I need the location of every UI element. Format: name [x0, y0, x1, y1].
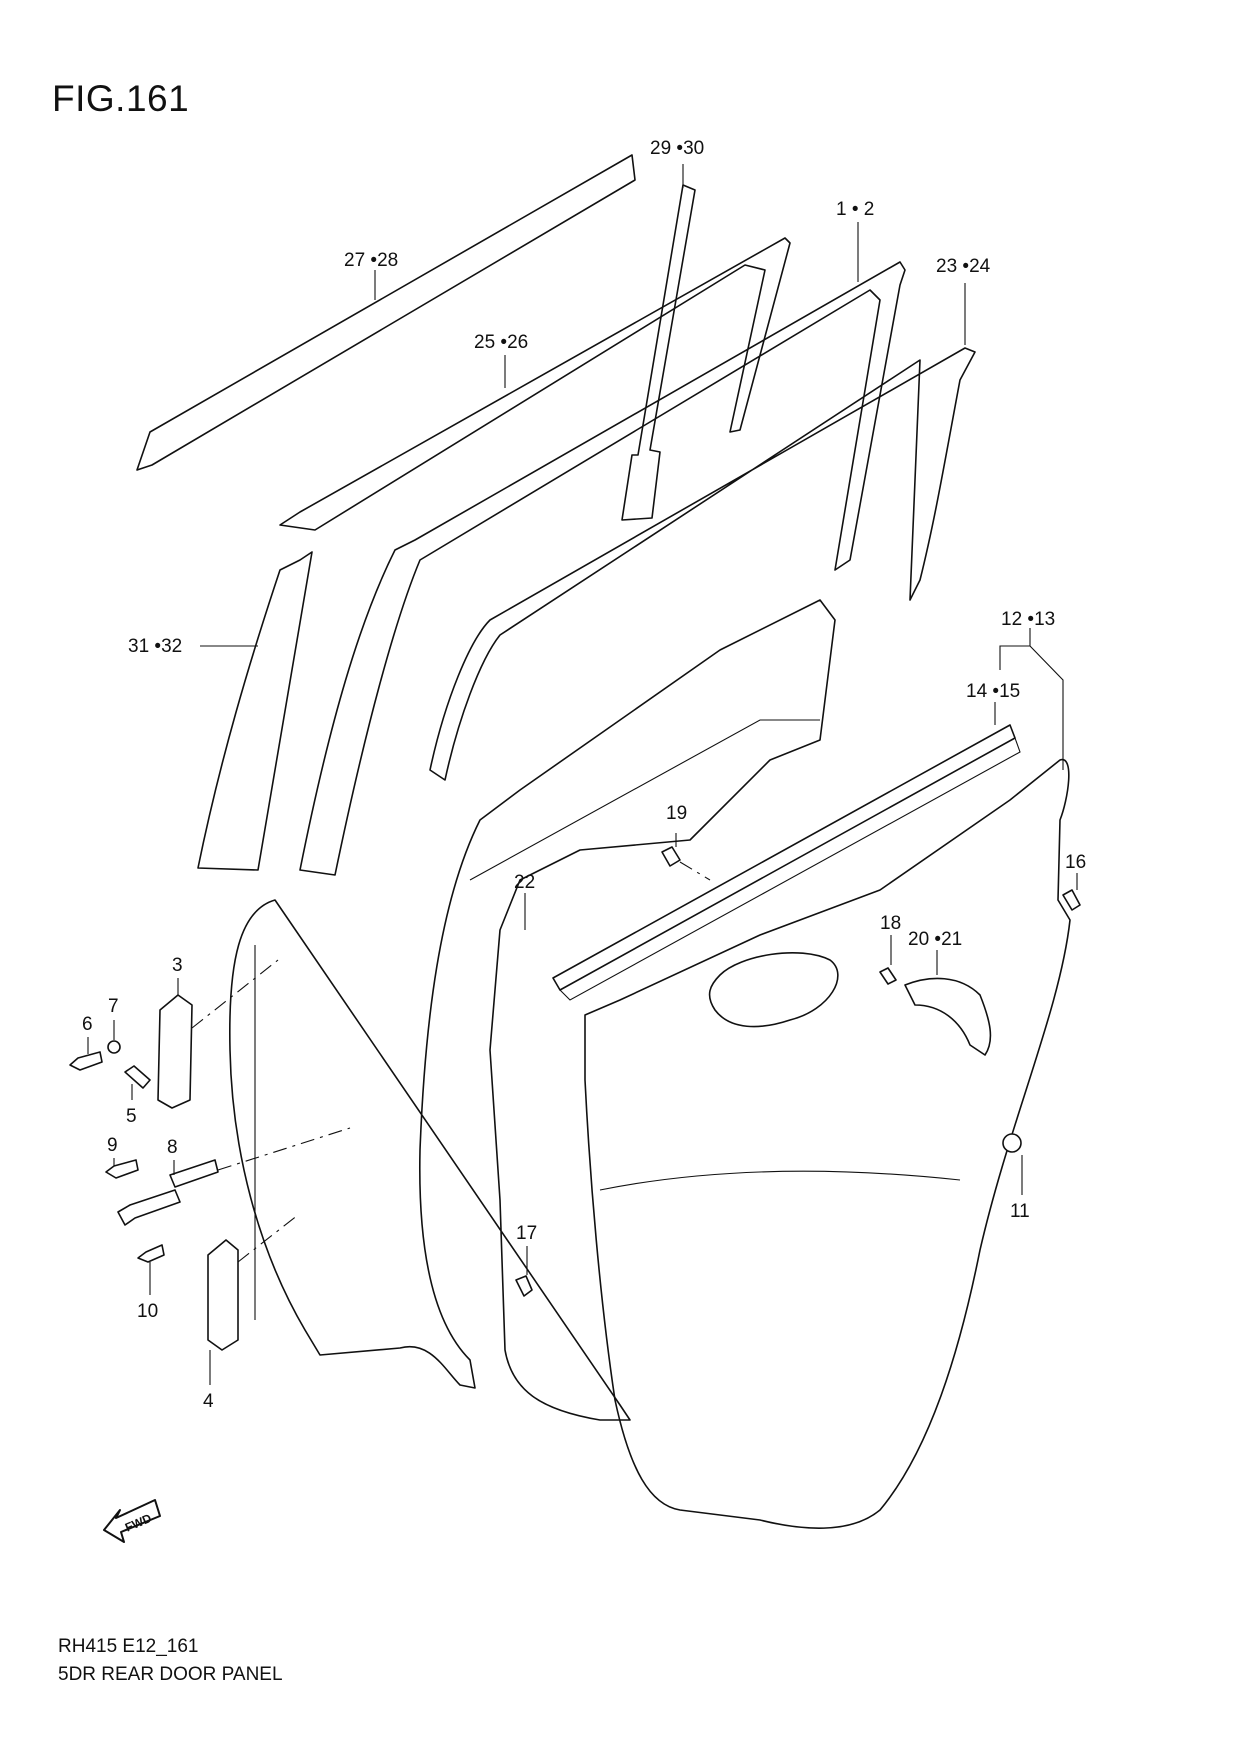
- part-washer-7: [107, 1040, 121, 1054]
- part-plug-11: [1002, 1133, 1022, 1153]
- part-door-check-arm: [117, 1189, 181, 1226]
- part-door-panel: [228, 599, 836, 1421]
- part-door-trim-grip: [904, 977, 992, 1056]
- part-lower-hinge: [207, 1239, 239, 1351]
- assembly-line-check: [217, 1127, 351, 1171]
- callout-6: 6: [82, 1014, 93, 1035]
- callout-9: 9: [107, 1135, 118, 1156]
- diagram-code: RH415 E12_161: [58, 1636, 199, 1657]
- assembly-line-clip-19: [679, 861, 711, 881]
- part-clip-16: [1062, 889, 1081, 911]
- forward-arrow-icon: FWD: [103, 1499, 161, 1543]
- diagram-caption: 5DR REAR DOOR PANEL: [58, 1664, 283, 1685]
- part-weatherstrip: [429, 347, 976, 781]
- part-door-trim-handle-recess: [708, 951, 839, 1028]
- callout-4: 4: [203, 1391, 214, 1412]
- callout-5: 5: [126, 1106, 137, 1127]
- part-clip-17: [515, 1275, 533, 1297]
- assembly-line-lower-hinge: [237, 1214, 299, 1263]
- part-door-trim-armrest: [599, 1170, 961, 1191]
- leader-12-13: [999, 628, 1064, 770]
- part-door-trim: [584, 759, 1071, 1529]
- callout-11: 11: [1010, 1201, 1030, 1222]
- part-window-moulding-outer: [136, 154, 636, 471]
- callout-8: 8: [167, 1137, 178, 1158]
- callout-14-15: 14 •15: [966, 681, 1021, 702]
- part-door-check: [169, 1159, 219, 1188]
- callout-1-2: 1 • 2: [836, 199, 875, 220]
- part-bolt-9: [105, 1159, 139, 1179]
- part-upper-hinge: [157, 994, 193, 1109]
- callout-10: 10: [137, 1301, 159, 1322]
- part-sash-strip: [621, 184, 696, 521]
- part-bolt-10: [137, 1244, 165, 1263]
- callout-7: 7: [108, 996, 119, 1017]
- part-sash-channel: [197, 551, 313, 871]
- callout-18: 18: [880, 913, 902, 934]
- part-bolt-6: [69, 1051, 103, 1071]
- callout-17: 17: [516, 1223, 538, 1244]
- callout-16: 16: [1065, 852, 1087, 873]
- part-belt-moulding-face: [559, 737, 1021, 1001]
- part-door-panel-inner-edge: [469, 719, 820, 881]
- callout-22: 22: [514, 872, 536, 893]
- figure-title: FIG.161: [52, 78, 190, 119]
- assembly-line-upper-hinge: [191, 959, 279, 1029]
- part-clip-19: [661, 846, 681, 867]
- callout-27-28: 27 •28: [344, 250, 399, 271]
- callout-19: 19: [666, 803, 688, 824]
- callout-20-21: 20 •21: [908, 929, 963, 950]
- part-glass-run: [279, 237, 791, 531]
- part-door-frame-outer: [299, 261, 906, 876]
- callout-3: 3: [172, 955, 183, 976]
- callout-12-13: 12 •13: [1001, 609, 1056, 630]
- callout-31-32: 31 •32: [128, 636, 183, 657]
- callout-29-30: 29 •30: [650, 138, 705, 159]
- callout-25-26: 25 •26: [474, 332, 529, 353]
- part-bolt-5: [124, 1065, 151, 1089]
- part-screw-18: [879, 967, 897, 985]
- part-belt-moulding: [552, 724, 1016, 991]
- callout-23-24: 23 •24: [936, 256, 991, 277]
